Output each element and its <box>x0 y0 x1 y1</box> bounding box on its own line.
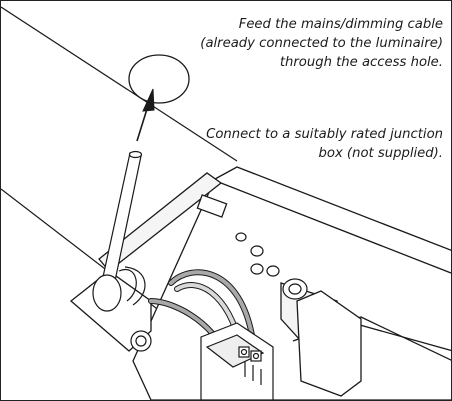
wires <box>148 269 256 360</box>
instruction-feed-cable: Feed the mains/dimming cable (already co… <box>200 17 443 70</box>
mains-cable <box>102 150 143 282</box>
cable-clamp <box>92 266 152 352</box>
access-hole-icon <box>128 54 190 104</box>
instruction-junction-box: Connect to a suitably rated junction box… <box>206 127 443 161</box>
terminal-block <box>200 322 274 400</box>
upward-arrow-icon <box>136 88 155 142</box>
mounting-holes <box>235 232 308 300</box>
